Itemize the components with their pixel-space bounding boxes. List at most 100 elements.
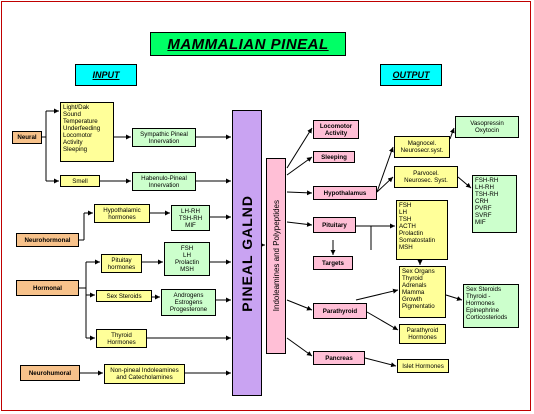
arrow	[457, 176, 472, 189]
input-neural: Neural	[12, 131, 42, 144]
arrow	[286, 337, 313, 357]
hypothalamic-hormones-line: Hypothalamic	[103, 206, 141, 214]
habenulo-innervation-line: Habenulo-Pineal	[141, 174, 187, 182]
releasing-factor-item: FSH-RH	[475, 177, 499, 184]
output-pancreas: Pancreas	[313, 351, 365, 365]
non-pineal-line: and Catecholamines	[116, 374, 173, 381]
pineal-gland-label: PINEAL GALND	[238, 194, 255, 312]
releasing-factor-item: PVRF	[475, 205, 492, 212]
target-hormones-box: Sex Steroids Thyroid - Hormones Epinephr…	[463, 284, 519, 328]
pituitary-hormones-input-box: Pituitay hormones	[101, 254, 142, 273]
pituitary-hormone-item: Prolactin	[174, 259, 200, 266]
arrow	[449, 127, 455, 140]
vasopressin-box: Vasopressin Oxytocin	[455, 116, 519, 138]
output-locomotor: Locomotor Activity	[313, 120, 359, 139]
senses-item: Light/Dak	[63, 104, 90, 111]
target-organs-box: Sex Organs Thyroid Adrenals Mamma Growth…	[399, 266, 446, 318]
arrow	[286, 299, 313, 311]
thyroid-hormones-input-box: Thyroid Hormones	[96, 329, 147, 348]
parvocellular-line: Parvocel.	[413, 170, 439, 177]
sympathetic-innervation-box: Sympathic Pineal Innervation	[132, 128, 196, 147]
pituitary-hormones-green-box: FSH LH Prolactin MSH	[164, 242, 210, 276]
target-hormone-item: Epinephrine	[466, 307, 500, 314]
arrow	[286, 156, 313, 176]
pituitary-output-item: ACTH	[399, 223, 416, 230]
vasopressin-line: Oxytocin	[474, 127, 500, 134]
target-hormone-item: Thyroid -	[466, 293, 491, 300]
output-header: OUTPUT	[380, 64, 442, 86]
arrow	[445, 294, 463, 301]
arrow	[376, 146, 394, 193]
pituitary-hormone-item: MSH	[180, 266, 194, 273]
pituitary-output-hormones-box: FSH LH TSH ACTH Prolactin Somatostatin M…	[396, 200, 448, 260]
steroid-hormones-box: Androgens Estrogens Progesterone	[161, 289, 216, 316]
input-neurohormonal: Neurohormonal	[16, 233, 79, 247]
pituitary-hormone-item: FSH	[180, 245, 194, 252]
parvocellular-box: Parvocel. Neurosec. Syst.	[394, 166, 458, 188]
target-organ-item: Thyroid	[402, 275, 423, 282]
smell-box: Smell	[60, 175, 100, 187]
input-hormonal: Hormonal	[16, 280, 79, 296]
releasing-factor-item: TSH-RH	[475, 191, 499, 198]
pituitary-hormone-item: LH	[183, 252, 191, 259]
releasing-hormone-item: LH-RH	[181, 207, 200, 215]
arrow	[286, 127, 313, 169]
target-organ-item: Growth	[402, 296, 422, 303]
senses-item: Locomotor	[63, 132, 93, 139]
hypothalamic-hormones-line: hormones	[108, 213, 136, 221]
steroid-hormone-item: Estrogens	[174, 299, 203, 306]
pituitary-output-item: MSH	[399, 244, 413, 251]
output-parathyroid: Parathyroid	[313, 303, 367, 319]
sympathetic-innervation-line: Innervation	[148, 137, 180, 145]
pineal-gland-box: PINEAL GALND	[232, 110, 262, 396]
target-hormone-item: Hormones	[466, 300, 495, 307]
habenulo-innervation-line: Innervation	[148, 181, 180, 189]
senses-box: Light/Dak Sound Temperature Underfeeding…	[60, 102, 114, 162]
pituitary-hormones-line: hormones	[107, 263, 136, 271]
releasing-hormones-box: LH-RH TSH-RH MIF	[171, 205, 210, 231]
sympathetic-innervation-line: Sympathic Pineal	[140, 130, 188, 138]
thyroid-hormones-line: Hormones	[107, 338, 136, 346]
locomotor-line: Activity	[324, 129, 348, 137]
senses-item: Sleeping	[63, 146, 88, 153]
steroid-hormone-item: Androgens	[173, 292, 204, 299]
target-organ-item: Pigmentatio	[402, 303, 435, 310]
pituitary-output-item: TSH	[399, 216, 412, 223]
sex-steroids-input-box: Sex Steroids	[96, 290, 152, 302]
steroid-hormone-item: Progesterone	[169, 306, 208, 313]
parathyroid-hormones-box: Parathyroid Hormones	[399, 324, 446, 344]
target-organ-item: Sex Organs	[402, 268, 435, 275]
magnocellular-line: Neurosecr.syst.	[400, 147, 444, 154]
output-pituitary: Pituitary	[313, 217, 356, 233]
pituitary-hormones-line: Pituitay	[111, 256, 132, 264]
pituitary-output-item: Prolactin	[399, 230, 424, 237]
arrow	[376, 176, 394, 193]
target-organ-item: Mamma	[402, 289, 425, 296]
arrow	[286, 190, 313, 196]
habenulo-innervation-box: Habenulo-Pineal Innervation	[132, 172, 196, 191]
pituitary-output-item: Somatostatin	[399, 237, 436, 244]
releasing-hormone-item: MIF	[185, 221, 196, 229]
arrow	[355, 288, 399, 301]
islet-hormones-box: Islet Hormones	[397, 359, 449, 373]
parathyroid-hormone-line: Hormones	[408, 334, 437, 341]
target-organ-item: Adrenals	[402, 282, 427, 289]
output-sleeping: Sleeping	[313, 151, 355, 163]
parathyroid-hormone-line: Parathyroid	[406, 327, 439, 334]
target-hormone-item: Sex Steroids	[466, 286, 502, 293]
releasing-factor-item: LH-RH	[475, 184, 494, 191]
senses-item: Activity	[63, 139, 83, 146]
diagram-title: MAMMALIAN PINEAL	[150, 32, 346, 56]
releasing-factors-box: FSH-RH LH-RH TSH-RH CRH PVRF SVRF MIF	[472, 175, 517, 233]
releasing-factor-item: MIF	[475, 219, 486, 226]
locomotor-line: Locomotor	[319, 122, 353, 130]
arrow	[364, 357, 397, 368]
releasing-hormone-item: TSH-RH	[178, 214, 203, 222]
senses-item: Sound	[63, 111, 81, 118]
pituitary-output-item: FSH	[399, 202, 412, 209]
output-targets: Targets	[313, 256, 353, 270]
indoleamines-label: Indoleamines and Polypeptides	[271, 200, 281, 312]
thyroid-hormones-line: Thyroid	[111, 331, 132, 339]
target-hormone-item: Corticosteriods	[466, 314, 508, 321]
magnocellular-line: Magnocel.	[407, 140, 437, 147]
